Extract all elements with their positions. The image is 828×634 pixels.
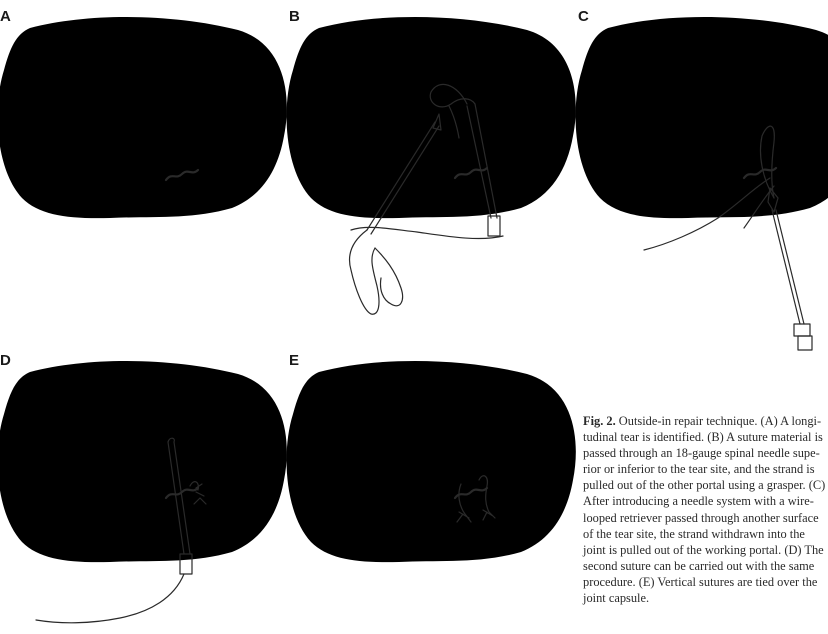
caption-line-11: procedure. (E) Vertical sutures are tied… [583,574,828,590]
caption-line-9: joint is pulled out of the working porta… [583,542,828,558]
caption-line-3: passed through an 18-gauge spinal needle… [583,445,828,461]
caption-line-1: Fig. 2. Outside-in repair technique. (A)… [583,413,828,429]
caption-line-7: looped retriever passed through another … [583,510,828,526]
caption-line-1-text: Outside-in repair technique. (A) A longi… [616,414,821,428]
knee-diagram-d [0,362,290,634]
caption-line-4: rior or inferior to the tear site, and t… [583,461,828,477]
caption-line-5: pulled out of the other portal using a g… [583,477,828,493]
caption-line-8: of the tear site, the strand withdrawn i… [583,526,828,542]
caption-line-2: tudinal tear is identified. (B) A suture… [583,429,828,445]
caption-line-12: joint capsule. [583,590,828,606]
knee-diagram-a [0,18,290,228]
knee-diagram-b [289,18,579,328]
caption-line-6: After introducing a needle system with a… [583,493,828,509]
knee-diagram-c [578,18,828,368]
figure-caption: Fig. 2. Outside-in repair technique. (A)… [583,413,828,606]
suture-strand [36,574,184,623]
figure-label: Fig. 2. [583,414,616,428]
knee-diagram-e [289,362,579,602]
caption-line-10: second suture can be carried out with th… [583,558,828,574]
